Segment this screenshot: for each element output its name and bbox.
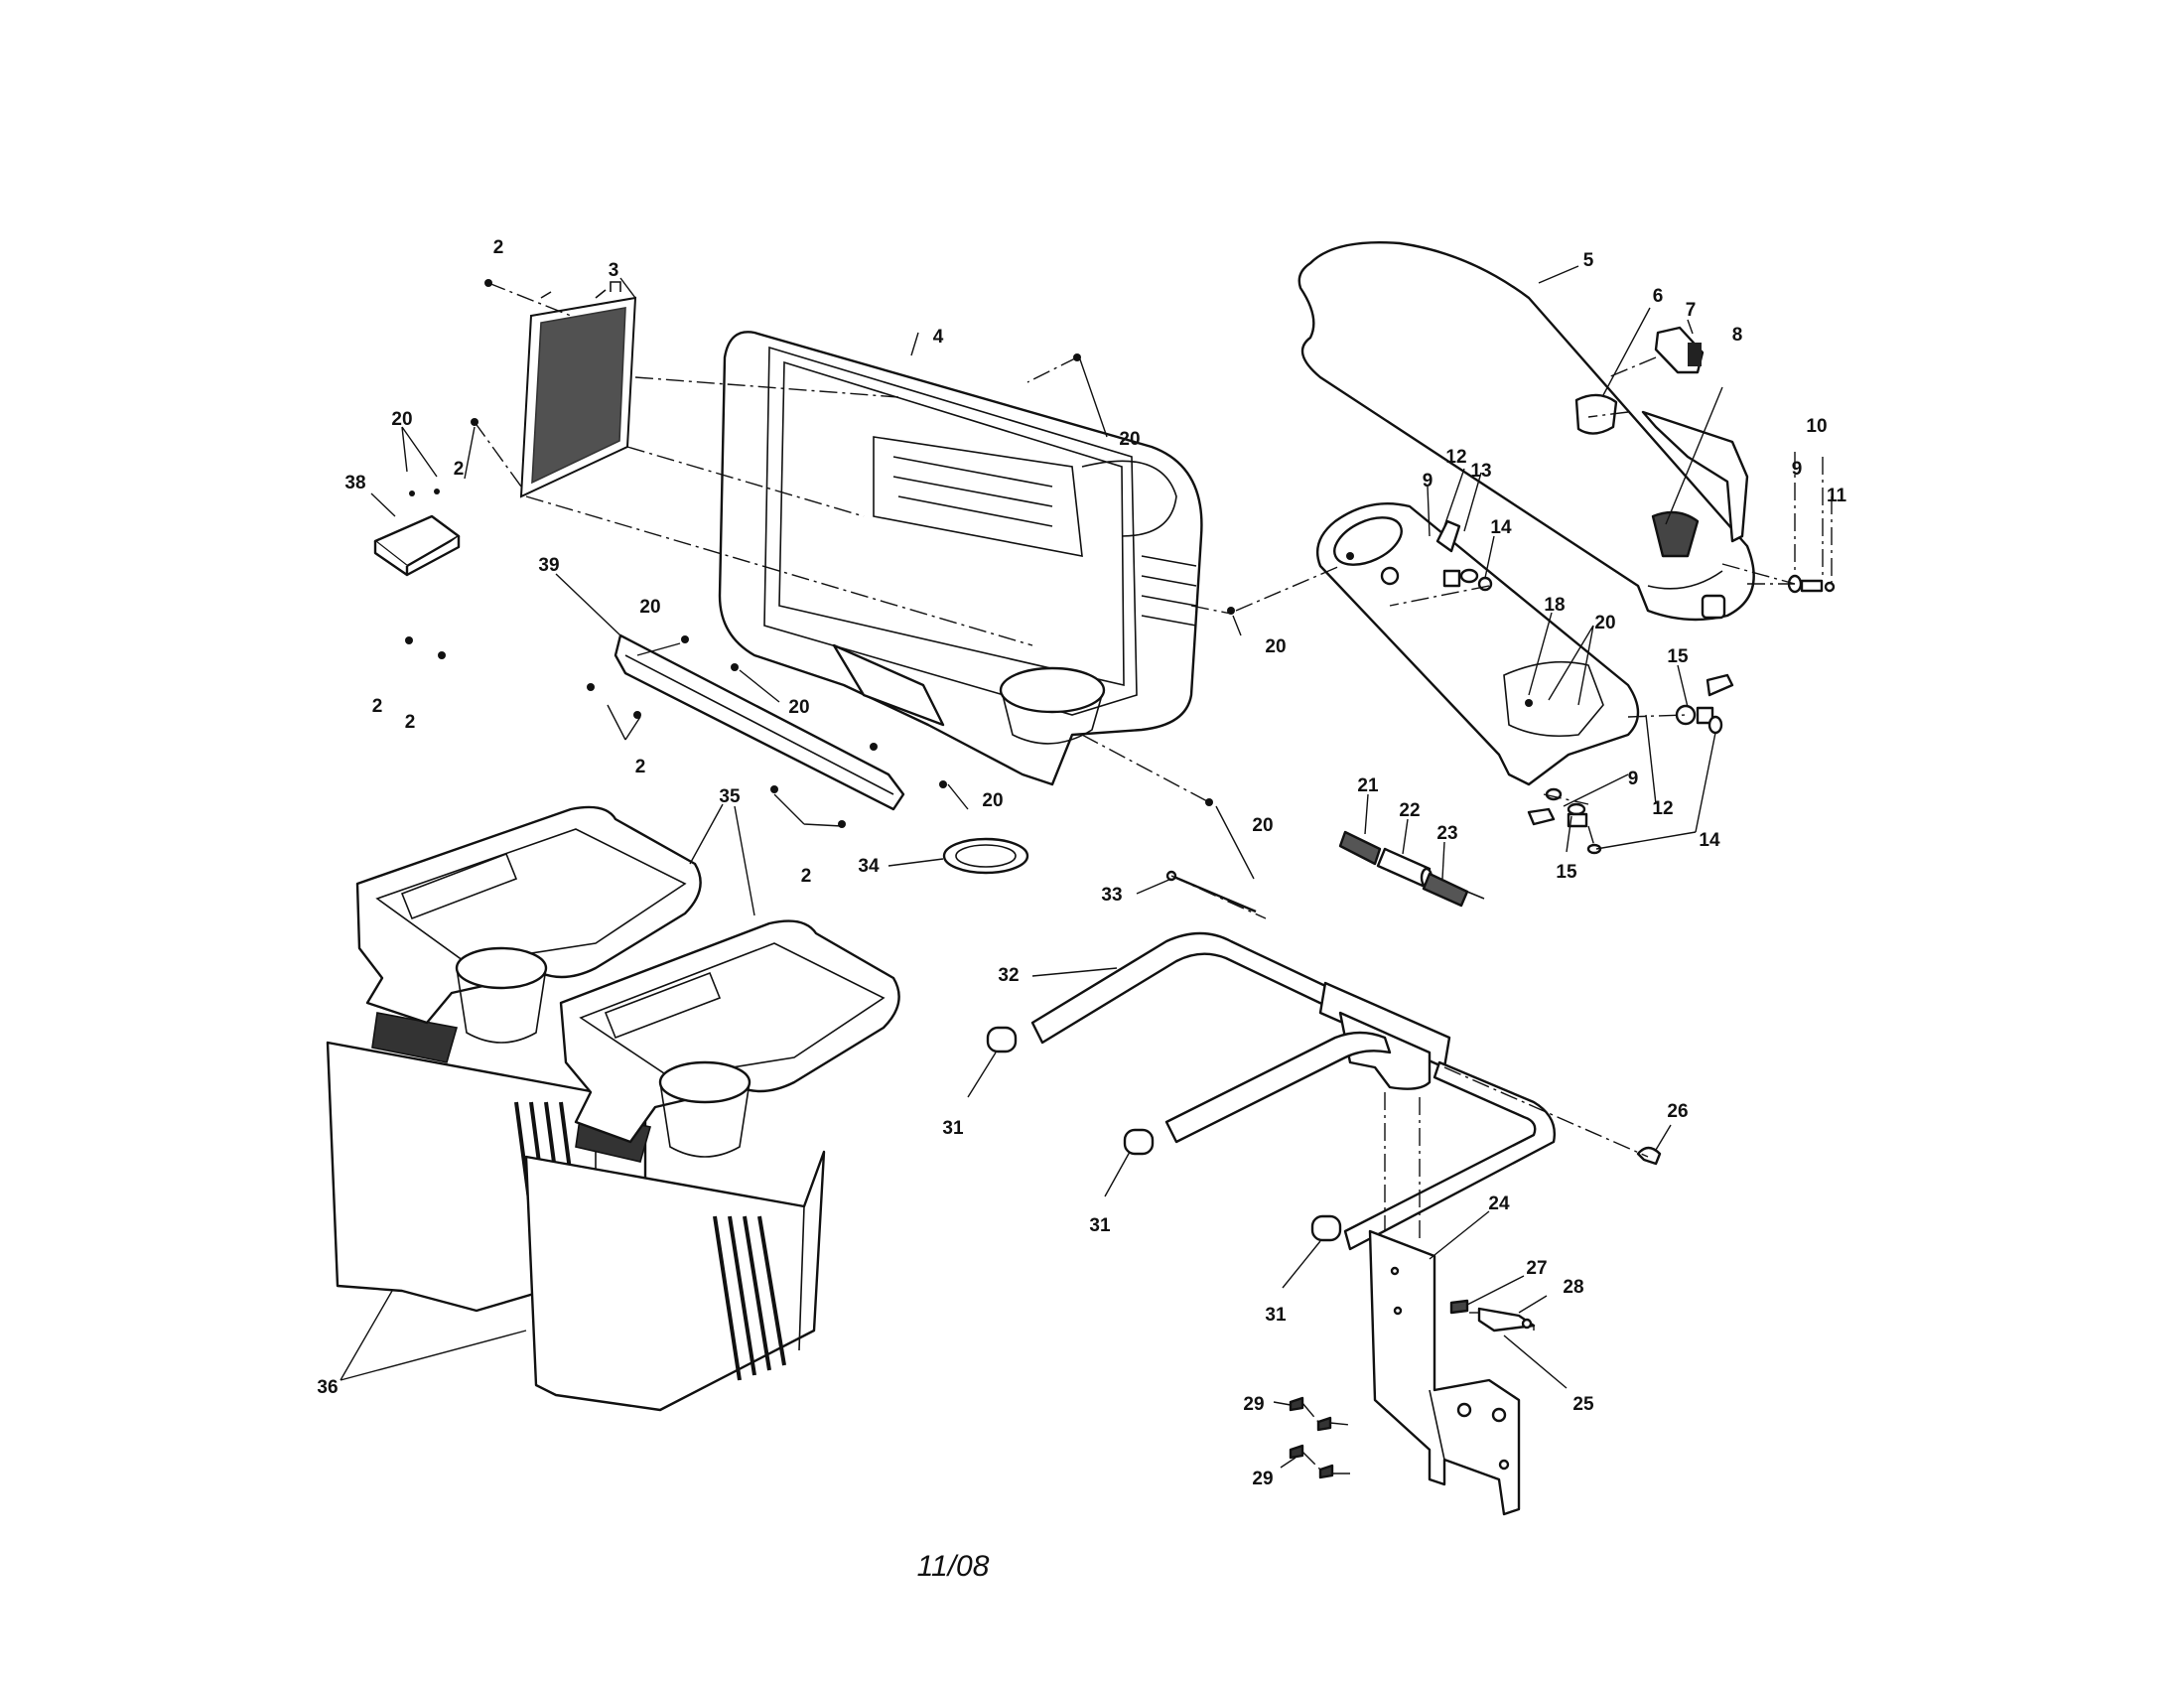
callout-3: 3 [609, 260, 619, 281]
callout-2: 2 [454, 459, 465, 480]
callout-2: 2 [635, 757, 646, 777]
part-6-latch-pad [1574, 393, 1618, 435]
part-26-pin [1636, 1146, 1662, 1166]
parts-9-10-11-pin-washer [1787, 574, 1836, 594]
part-4-hopper-housing [718, 331, 1203, 786]
callout-38: 38 [344, 473, 365, 493]
part-39-deflector-plate [614, 633, 905, 811]
callout-10: 10 [1806, 416, 1827, 437]
part-35-bag-frame-right [559, 919, 900, 1158]
callout-24: 24 [1488, 1193, 1510, 1214]
callout-31: 31 [942, 1118, 964, 1139]
part-33-rod [1165, 870, 1257, 913]
callout-2: 2 [372, 696, 383, 717]
part-32-frame-tube [1030, 931, 1556, 1251]
part-7-knob [1654, 326, 1705, 374]
callout-20: 20 [391, 409, 412, 430]
leader-lines [340, 265, 1723, 1469]
callout-23: 23 [1436, 823, 1457, 844]
callout-20: 20 [1252, 815, 1273, 836]
part-24-mounting-bracket [1368, 1229, 1521, 1516]
callout-39: 39 [538, 555, 559, 576]
callout-22: 22 [1399, 800, 1420, 821]
callout-20: 20 [1119, 429, 1140, 450]
parts-25-27-28-latch [1449, 1299, 1536, 1333]
callout-34: 34 [858, 856, 880, 877]
callout-12: 12 [1652, 798, 1673, 819]
callout-26: 26 [1667, 1101, 1688, 1122]
assembly-lines [474, 282, 1833, 1474]
callout-25: 25 [1572, 1394, 1594, 1415]
callout-20: 20 [982, 790, 1003, 811]
callout-2: 2 [405, 712, 416, 733]
part-29-bolts [1289, 1396, 1334, 1479]
callout-20: 20 [1265, 636, 1286, 657]
callout-36: 36 [317, 1377, 338, 1398]
callout-21: 21 [1357, 775, 1379, 796]
callout-5: 5 [1583, 250, 1594, 271]
callout-2: 2 [493, 237, 504, 258]
part-21-spring [1338, 830, 1382, 866]
callout-4: 4 [933, 327, 944, 348]
part-5-chute-tube [1297, 241, 1755, 622]
callout-20: 20 [788, 697, 809, 718]
callout-18: 18 [1544, 595, 1565, 616]
callout-32: 32 [998, 965, 1019, 986]
part-31-cap [986, 1026, 1342, 1242]
part-35-bag-frame-left [355, 805, 702, 1044]
callout-20: 20 [639, 597, 660, 618]
callout-labels: 2 3 20 2 38 2 2 39 20 20 2 2 20 4 20 20 … [317, 237, 1846, 1489]
callout-12: 12 [1445, 447, 1466, 468]
callout-15: 15 [1556, 862, 1577, 883]
callout-7: 7 [1686, 300, 1697, 321]
callout-8: 8 [1732, 325, 1743, 346]
callout-14: 14 [1699, 830, 1720, 851]
part-38-bracket [373, 514, 461, 577]
date-code: 11/08 [917, 1550, 990, 1583]
callout-13: 13 [1470, 461, 1491, 482]
part-3-filter-screen [519, 281, 637, 498]
callout-6: 6 [1653, 286, 1664, 307]
callout-28: 28 [1563, 1277, 1583, 1298]
callout-9: 9 [1792, 459, 1803, 480]
callout-9: 9 [1628, 769, 1639, 789]
callout-27: 27 [1526, 1258, 1547, 1279]
callout-33: 33 [1101, 885, 1122, 906]
part-8-latch-handle [1641, 410, 1749, 558]
callout-29: 29 [1243, 1394, 1264, 1415]
callout-15: 15 [1667, 646, 1689, 667]
callout-9: 9 [1423, 471, 1433, 491]
callout-31: 31 [1089, 1215, 1111, 1236]
callout-11: 11 [1827, 486, 1847, 506]
callout-35: 35 [719, 786, 741, 807]
callout-29: 29 [1252, 1469, 1273, 1489]
part-22-sleeve [1376, 847, 1433, 889]
callout-14: 14 [1490, 517, 1512, 538]
callout-20: 20 [1594, 613, 1615, 633]
callout-2: 2 [801, 866, 812, 887]
part-23-spring [1422, 872, 1485, 908]
part-34-ring [942, 837, 1029, 875]
callout-31: 31 [1265, 1305, 1287, 1326]
